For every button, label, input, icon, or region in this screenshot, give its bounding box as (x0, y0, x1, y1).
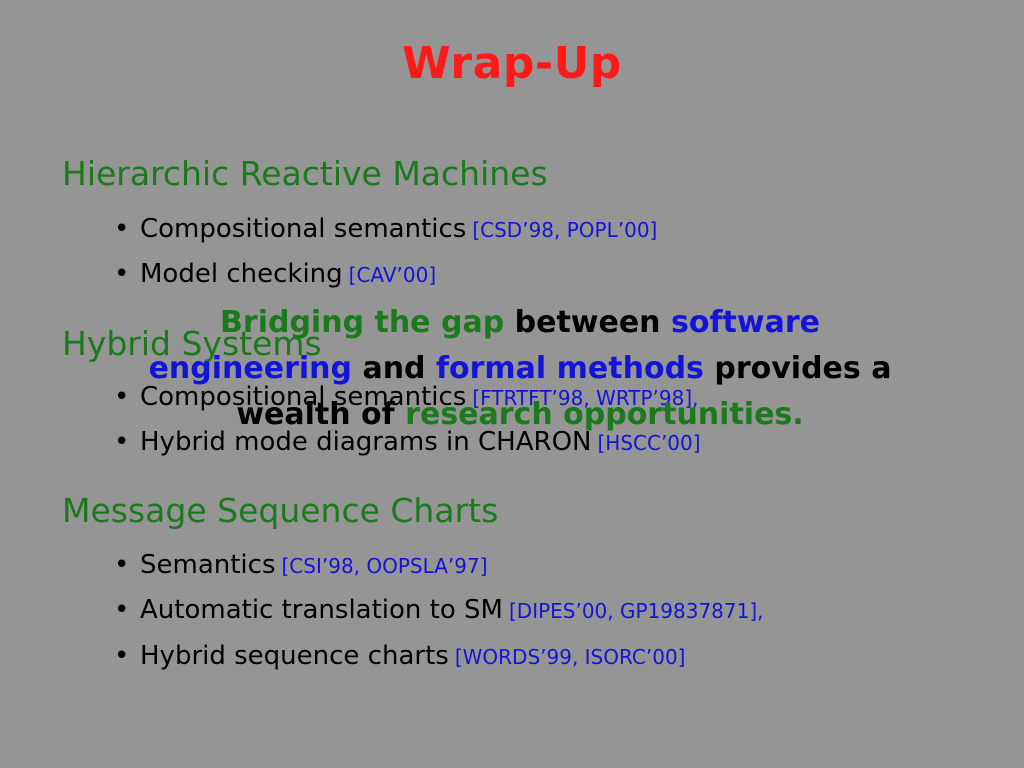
bullet-text: Model checking (140, 259, 343, 289)
bullet-item: • Hybrid mode diagrams in CHARON[HSCC’00] (114, 426, 701, 459)
bullet-dot-icon: • (114, 427, 130, 457)
bullet-reference: [WORDS’99, ISORC’00] (454, 645, 686, 669)
bullet-text: Compositional semantics (140, 382, 467, 412)
section-heading-message-sequence-charts: Message Sequence Charts (62, 491, 499, 530)
bullet-item: • Model checking[CAV’00] (114, 258, 436, 291)
bullet-text: Semantics (140, 550, 276, 580)
bullet-text: Hybrid sequence charts (140, 641, 449, 671)
overlay-phrase-software: software (671, 305, 820, 340)
bullet-reference: [FTRTFT’98, WRTP’98], (472, 386, 699, 410)
overlay-text: between (504, 305, 671, 340)
overlay-phrase-formal-methods: formal methods (435, 351, 704, 386)
bullet-item: • Hybrid sequence charts[WORDS’99, ISORC’… (114, 640, 685, 673)
bullet-reference: [HSCC’00] (597, 431, 701, 455)
slide-title: Wrap-Up (402, 38, 622, 89)
overlay-phrase-bridging: Bridging the gap (220, 305, 505, 340)
bullet-item: • Compositional semantics[CSD’98, POPL’00… (114, 213, 657, 246)
bullet-reference: [CSD’98, POPL’00] (472, 218, 658, 242)
bullet-dot-icon: • (114, 259, 130, 289)
bullet-item: • Semantics[CSI’98, OOPSLA’97] (114, 549, 488, 582)
overlay-phrase-research-opportunities: research opportunities. (405, 397, 804, 432)
section-heading-hybrid-systems: Hybrid Systems (62, 324, 322, 363)
overlay-text: provides a (703, 351, 892, 386)
bullet-dot-icon: • (114, 382, 130, 412)
bullet-reference: [CAV’00] (348, 263, 437, 287)
bullet-text: Automatic translation to SM (140, 595, 503, 625)
bullet-reference: [CSI’98, OOPSLA’97] (281, 554, 488, 578)
bullet-text: Hybrid mode diagrams in CHARON (140, 427, 592, 457)
bullet-dot-icon: • (114, 214, 130, 244)
bullet-item: • Compositional semantics[FTRTFT’98, WRTP… (114, 381, 699, 414)
bullet-item: • Automatic translation to SM[DIPES’00, G… (114, 594, 764, 627)
overlay-phrase-engineering: engineering (148, 351, 352, 386)
overlay-text: and (352, 351, 436, 386)
bullet-reference: [DIPES’00, GP19837871], (508, 599, 764, 623)
bullet-dot-icon: • (114, 641, 130, 671)
section-heading-hierarchic-reactive-machines: Hierarchic Reactive Machines (62, 154, 548, 193)
bullet-dot-icon: • (114, 595, 130, 625)
overlay-text: wealth of (236, 397, 406, 432)
bullet-dot-icon: • (114, 550, 130, 580)
overlay-callout: Bridging the gap between software engine… (80, 300, 960, 438)
bullet-text: Compositional semantics (140, 214, 467, 244)
